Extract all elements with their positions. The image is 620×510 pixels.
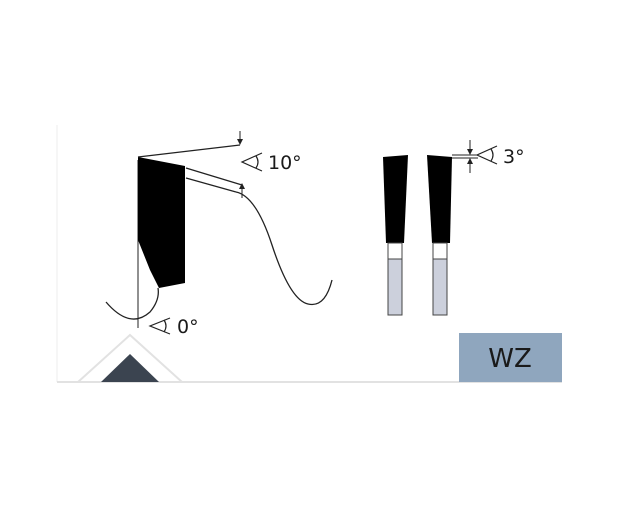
tooth-type-badge: [459, 333, 562, 382]
gullet-curve: [235, 191, 333, 306]
tooth-profile: [105, 131, 333, 328]
clearance-angle-label: 0°: [177, 316, 199, 338]
clearance-arc: [105, 287, 159, 320]
hook-angle-label: 10°: [268, 152, 302, 174]
tooth-type-label: WZ: [488, 344, 532, 374]
clearance-angle-symbol: [148, 317, 171, 335]
tooth-front-view: [383, 140, 478, 316]
side-arrowhead-top: [467, 149, 473, 155]
left-tooth-body: [387, 242, 403, 260]
right-tooth-tip: [427, 155, 452, 243]
side-arrowhead-bottom: [467, 158, 473, 164]
left-tooth-tip: [383, 155, 408, 243]
hook-angle-symbol: [240, 152, 263, 172]
left-tooth-shank: [387, 258, 403, 316]
tooth-face-inner-line: [185, 177, 237, 193]
side-angle-symbol: [475, 145, 498, 165]
tooth-face-line: [185, 167, 243, 186]
right-tooth-body: [432, 242, 448, 260]
top-reference-line: [137, 144, 241, 158]
chevron-up-icon: [75, 333, 185, 383]
right-tooth-shank: [432, 258, 448, 316]
hook-arrowhead-top: [237, 139, 243, 145]
hook-arrowhead-bottom: [239, 183, 245, 189]
carbide-tip: [138, 157, 185, 288]
side-angle-label: 3°: [503, 146, 525, 168]
